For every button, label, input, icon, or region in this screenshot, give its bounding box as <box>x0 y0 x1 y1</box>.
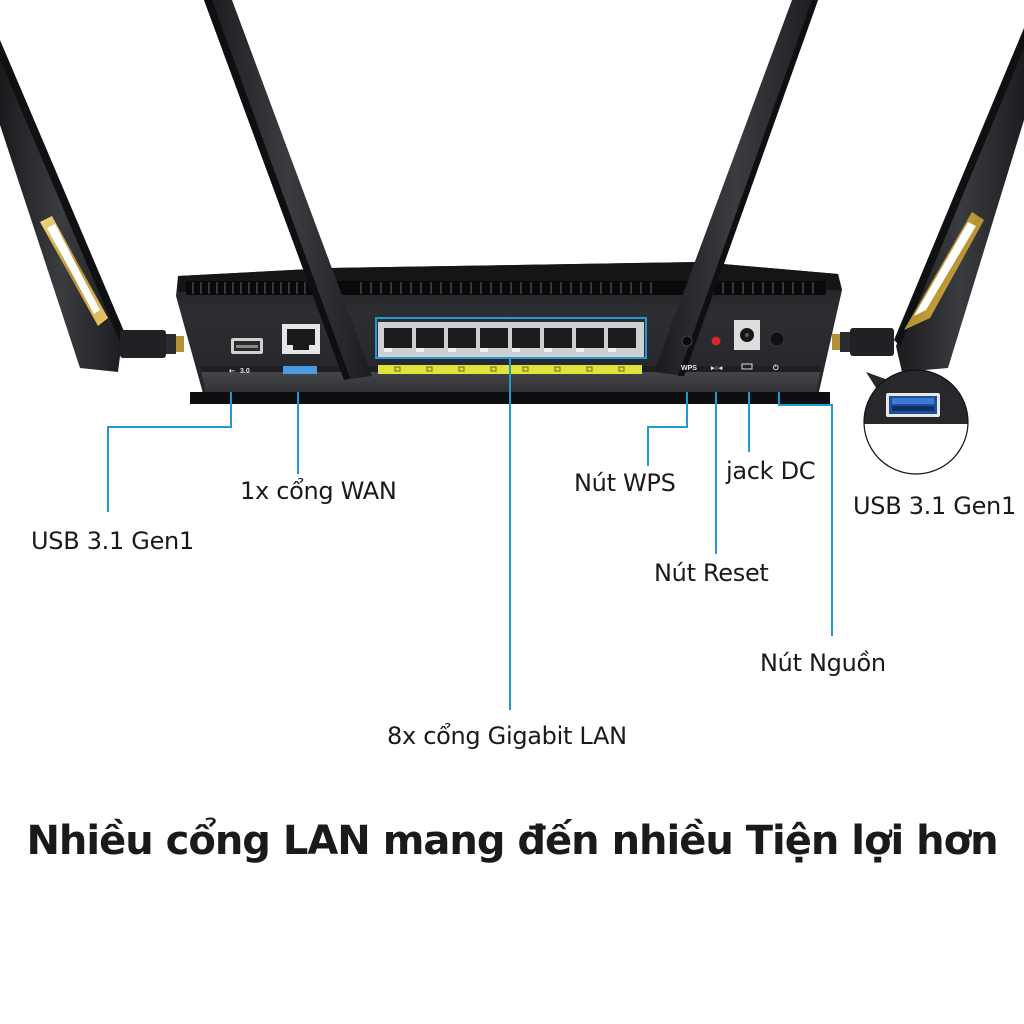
leader-wps <box>647 392 688 466</box>
callout-wps: Nút WPS <box>574 469 676 497</box>
rear-controls: WPS ▸○◂ ⏻ <box>681 320 785 372</box>
usb-port-left: 3.0 ⇠ <box>229 338 263 375</box>
leader-usb-left <box>107 392 232 512</box>
callout-reset: Nút Reset <box>654 559 769 587</box>
antenna-outer-left <box>0 40 184 372</box>
callout-usb-right: USB 3.1 Gen1 <box>853 492 1016 520</box>
svg-text:⇠: ⇠ <box>229 368 235 375</box>
svg-text:⏻: ⏻ <box>773 364 779 372</box>
svg-text:WPS: WPS <box>681 365 697 372</box>
antenna-inner-right <box>654 0 818 376</box>
wan-port <box>282 324 320 374</box>
leader-lines <box>107 358 833 710</box>
reset-button <box>711 336 721 346</box>
antenna-outer-right <box>832 28 1024 372</box>
usb-label: 3.0 <box>240 368 250 375</box>
callout-power: Nút Nguồn <box>760 649 886 677</box>
wps-button <box>681 335 693 347</box>
callout-usb-left: USB 3.1 Gen1 <box>31 527 194 555</box>
callout-lan: 8x cổng Gigabit LAN <box>387 722 627 750</box>
leader-power <box>778 392 833 636</box>
antenna-inner-left <box>204 0 372 380</box>
headline: Nhiều cổng LAN mang đến nhiều Tiện lợi h… <box>26 818 998 864</box>
power-button <box>769 331 785 347</box>
callout-dc-jack: jack DC <box>726 457 816 485</box>
usb-right-zoom-bubble <box>863 369 969 475</box>
svg-text:▸○◂: ▸○◂ <box>710 365 723 372</box>
callout-wan: 1x cổng WAN <box>240 477 397 505</box>
